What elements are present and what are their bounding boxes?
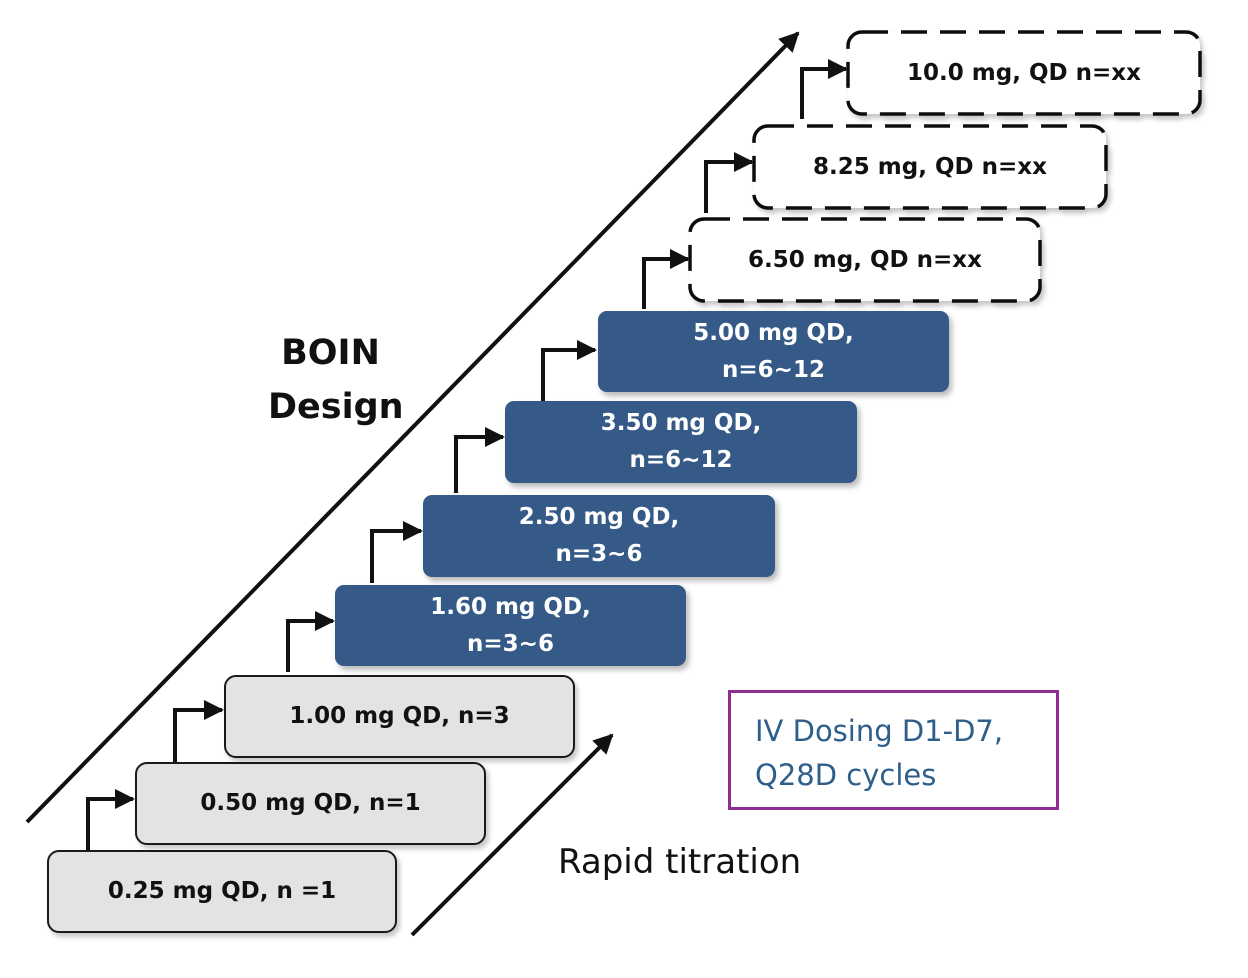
dose-step-6-50: 6.50 mg, QD n=xx <box>690 219 1040 301</box>
step-connectors <box>86 59 848 850</box>
dose-step-label: 6.50 mg, QD n=xx <box>748 246 982 273</box>
dose-step-label: 0.25 mg QD, n =1 <box>107 878 337 904</box>
step-connector-arrow <box>454 427 505 493</box>
step-connector-arrow <box>173 700 224 762</box>
dose-step-label: 10.0 mg, QD n=xx <box>907 59 1141 86</box>
dashed-step-box <box>752 124 1108 210</box>
dose-step-label-n: n=3~6 <box>467 630 554 657</box>
dashed-step-box <box>846 30 1202 116</box>
dose-step-1-60: 1.60 mg QD, n=3~6 <box>335 585 686 666</box>
dose-step-label-dose: 3.50 mg QD, <box>600 410 762 436</box>
dose-step-label: 0.50 mg QD, n=1 <box>200 790 421 816</box>
rapid-titration-arrow <box>410 733 614 937</box>
rapid-titration-label: Rapid titration <box>558 842 802 882</box>
dashed-step-box <box>688 217 1042 303</box>
dose-step-3-50: 3.50 mg QD, n=6~12 <box>505 401 857 483</box>
dose-step-label-dose: 5.00 mg QD, <box>693 319 854 346</box>
step-connector-arrow <box>370 521 423 583</box>
dose-step-label: 8.25 mg, QD n=xx <box>813 153 1047 180</box>
step-connector-arrow <box>541 340 597 401</box>
dose-step-10-0: 10.0 mg, QD n=xx <box>848 32 1200 114</box>
dose-step-5-00: 5.00 mg QD, n=6~12 <box>598 311 949 392</box>
dose-step-label: 1.00 mg QD, n=3 <box>289 703 510 729</box>
iv-dosing-line-1: IV Dosing D1-D7, <box>755 714 1004 748</box>
step-connector-arrow <box>800 59 848 119</box>
boin-diagonal-arrow <box>25 31 800 824</box>
step-connector-arrow <box>286 611 335 672</box>
dose-step-label-dose: 2.50 mg QD, <box>518 504 680 530</box>
dose-step-2-50: 2.50 mg QD, n=3~6 <box>423 495 775 577</box>
dose-step-label-n: n=6~12 <box>722 356 825 383</box>
dose-step-label-n: n=3~6 <box>555 541 643 567</box>
dose-step-0-25: 0.25 mg QD, n =1 <box>47 850 397 933</box>
boin-label-line-1: BOIN <box>281 333 380 373</box>
iv-dosing-box: IV Dosing D1-D7, Q28D cycles <box>728 690 1059 810</box>
boin-label-line-2: Design <box>268 387 404 427</box>
step-connector-arrow <box>704 152 754 213</box>
step-connector-arrow <box>86 789 135 850</box>
dose-step-label-dose: 1.60 mg QD, <box>430 593 591 620</box>
dose-step-8-25: 8.25 mg, QD n=xx <box>754 126 1106 208</box>
iv-dosing-line-2: Q28D cycles <box>755 758 937 792</box>
boin-design-label: BOIN Design <box>268 326 404 434</box>
step-connector-arrow <box>642 249 690 309</box>
dose-step-1-00: 1.00 mg QD, n=3 <box>224 675 575 758</box>
dose-step-0-50: 0.50 mg QD, n=1 <box>135 762 486 845</box>
dose-step-label-n: n=6~12 <box>629 447 733 473</box>
